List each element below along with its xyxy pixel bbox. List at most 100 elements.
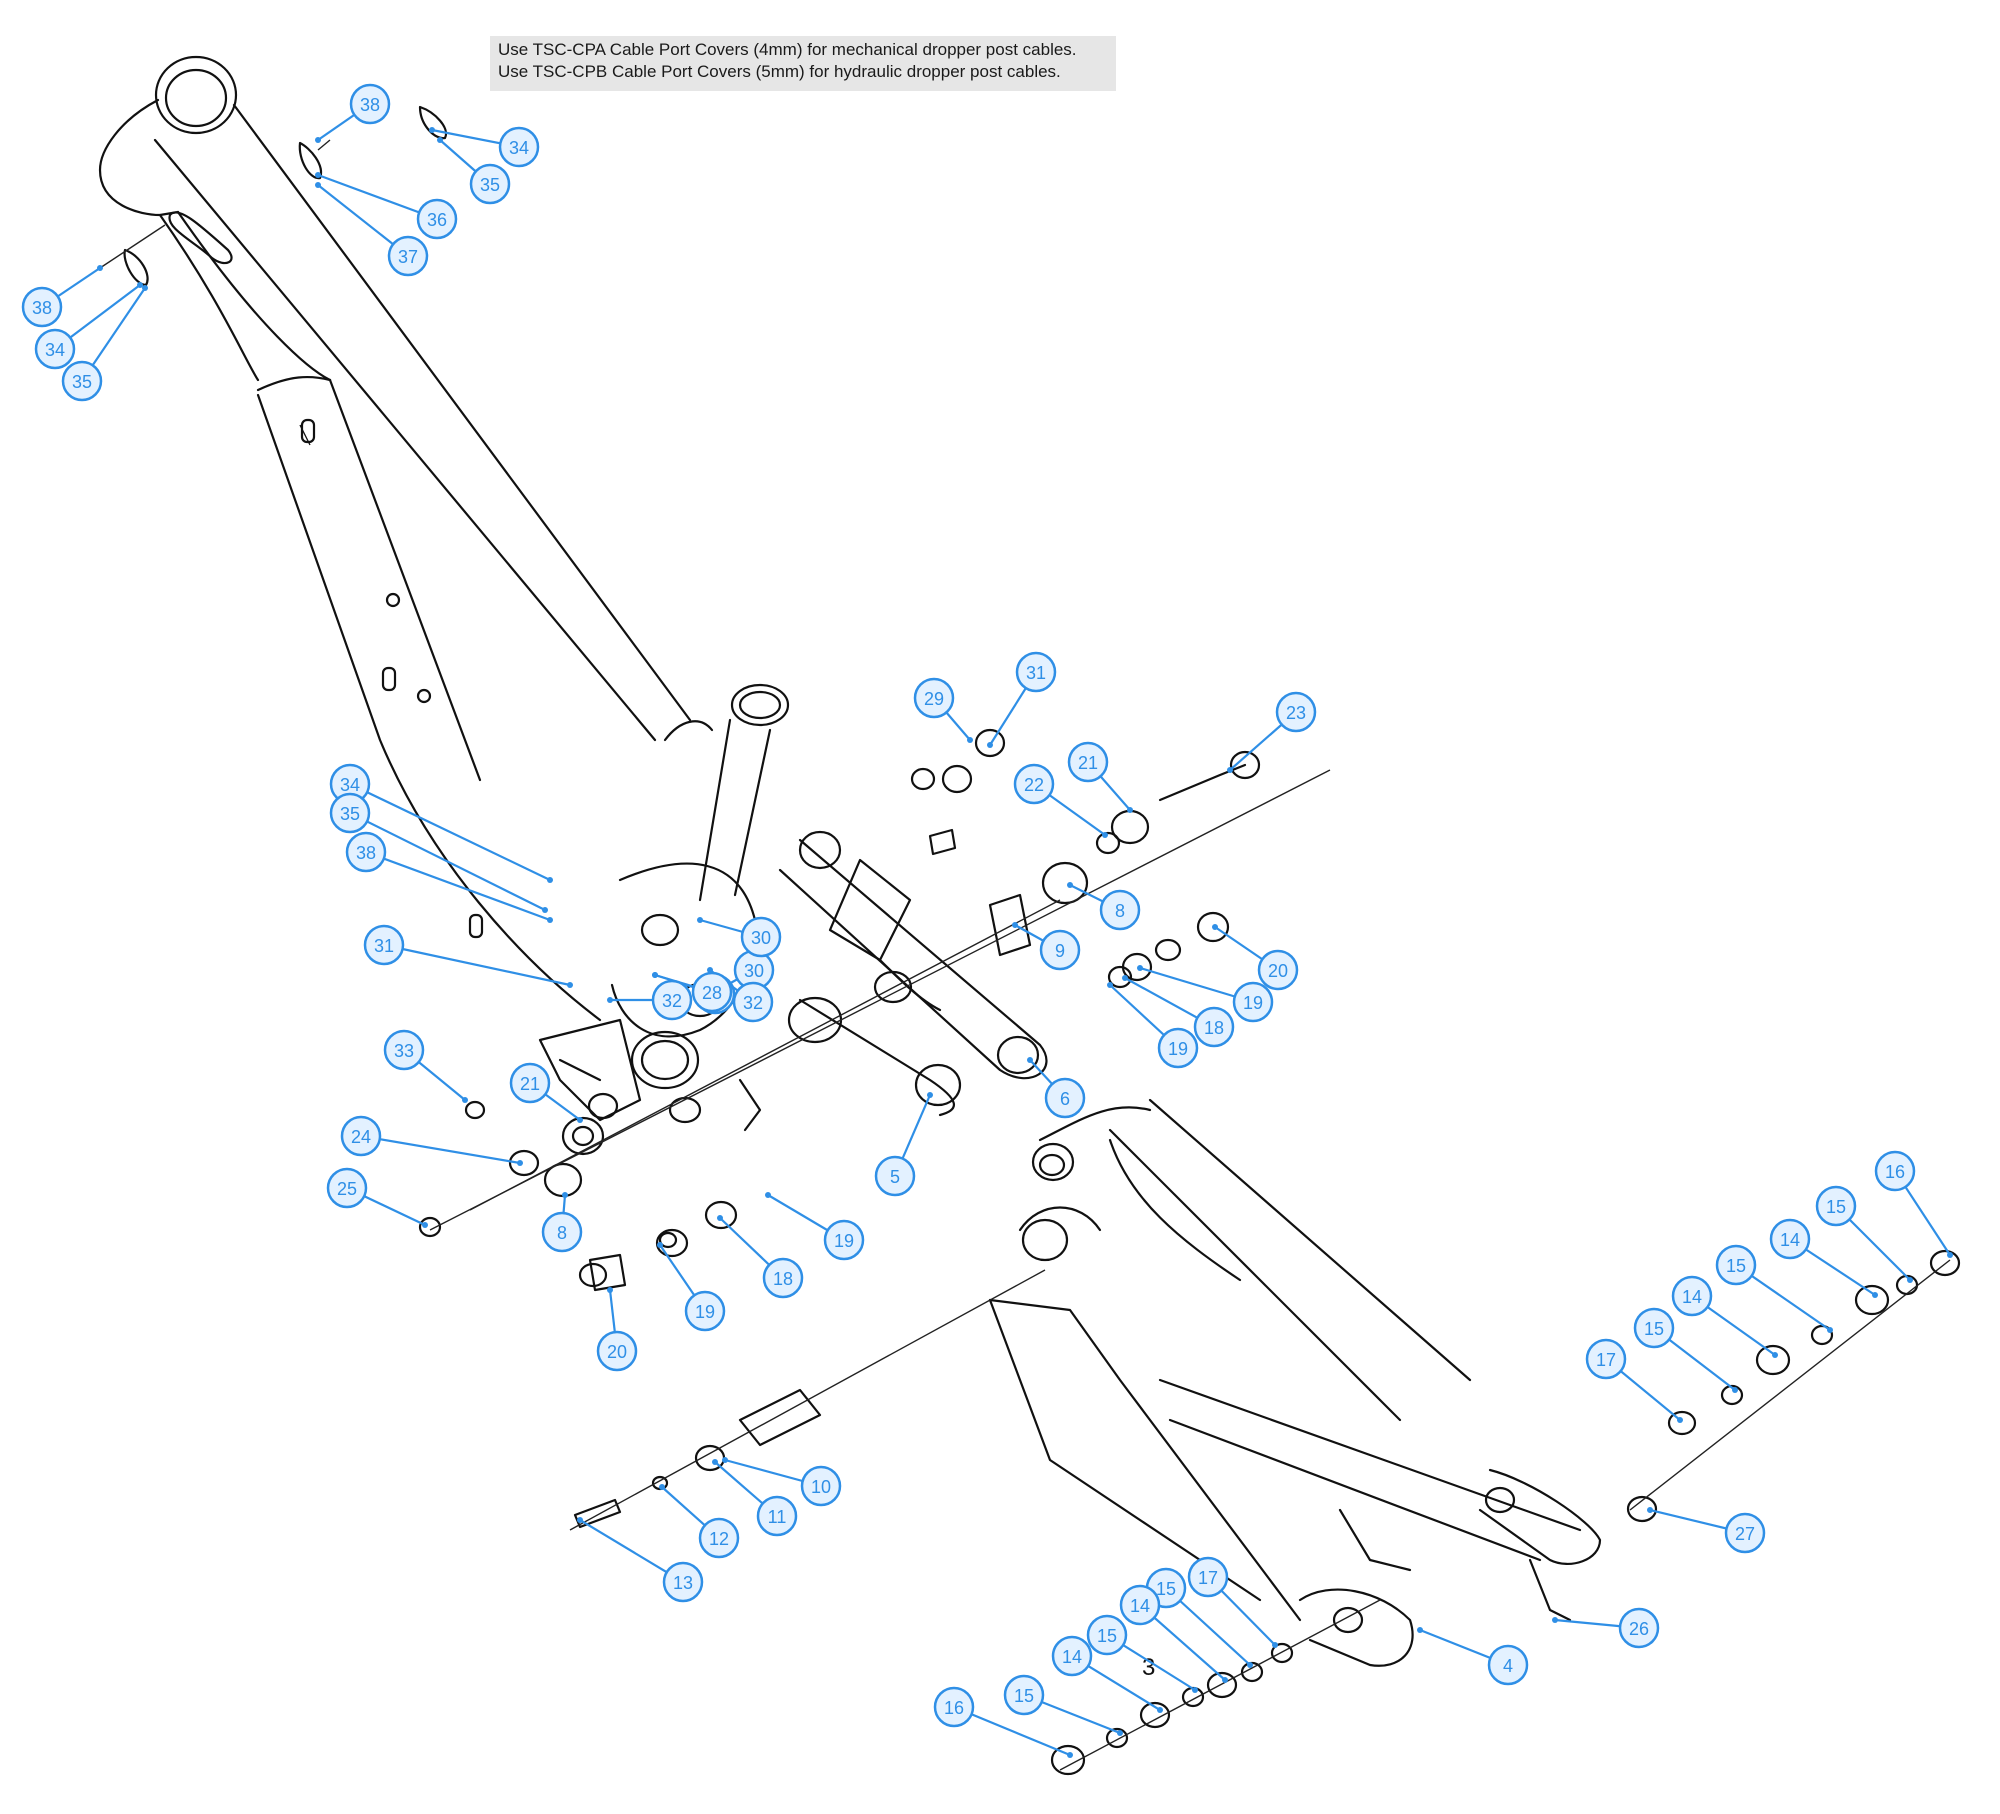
callout-14: 14 bbox=[1769, 1218, 1878, 1298]
callout-23: 23 bbox=[1227, 691, 1317, 773]
callout-label: 35 bbox=[480, 175, 500, 195]
callout-33: 33 bbox=[383, 1029, 468, 1103]
callouts: 3834353637383435343538313321242582019181… bbox=[21, 83, 1953, 1758]
callout-label: 38 bbox=[356, 843, 376, 863]
callout-10: 10 bbox=[722, 1457, 842, 1507]
callout-bubble bbox=[1815, 1185, 1857, 1227]
callout-label: 35 bbox=[72, 372, 92, 392]
callout-bubble bbox=[1119, 1584, 1161, 1626]
callout-bubble bbox=[1275, 691, 1317, 733]
leader-line bbox=[349, 783, 551, 881]
callout-38: 38 bbox=[21, 265, 103, 328]
leader-arrowhead bbox=[987, 742, 993, 748]
callout-label: 15 bbox=[1826, 1197, 1846, 1217]
callout-22: 22 bbox=[1013, 763, 1108, 838]
callout-14: 14 bbox=[1671, 1275, 1778, 1358]
callout-25: 25 bbox=[326, 1167, 428, 1228]
leader-arrowhead bbox=[722, 1457, 728, 1463]
callout-bubble bbox=[1487, 1644, 1529, 1686]
leader-arrowhead bbox=[315, 182, 321, 188]
leader-arrowhead bbox=[1772, 1352, 1778, 1358]
callout-bubble bbox=[1015, 651, 1057, 693]
stray-label: 3 bbox=[1142, 1654, 1155, 1681]
callout-bubble bbox=[416, 198, 458, 240]
callout-bubble bbox=[756, 1495, 798, 1537]
callout-bubble bbox=[1051, 1635, 1093, 1677]
callout-label: 33 bbox=[394, 1041, 414, 1061]
leader-arrowhead bbox=[1732, 1387, 1738, 1393]
callout-35: 35 bbox=[329, 792, 548, 913]
leader-arrowhead bbox=[1272, 1642, 1278, 1648]
callout-label: 16 bbox=[1885, 1162, 1905, 1182]
callout-bubble bbox=[691, 971, 733, 1013]
callout-label: 30 bbox=[751, 928, 771, 948]
callout-label: 23 bbox=[1286, 703, 1306, 723]
callout-label: 15 bbox=[1097, 1626, 1117, 1646]
leader-line bbox=[953, 1705, 1071, 1757]
callout-32: 32 bbox=[707, 967, 774, 1023]
leader-arrowhead bbox=[562, 1192, 568, 1198]
callout-17: 17 bbox=[1585, 1338, 1683, 1423]
callout-bubble bbox=[740, 916, 782, 958]
callout-6: 6 bbox=[1027, 1057, 1086, 1119]
callout-30: 30 bbox=[697, 916, 782, 958]
callout-label: 19 bbox=[1243, 993, 1263, 1013]
callout-15: 15 bbox=[1815, 1185, 1913, 1283]
callout-label: 38 bbox=[360, 95, 380, 115]
leader-arrowhead bbox=[765, 1192, 771, 1198]
callout-bubble bbox=[1874, 1150, 1916, 1192]
callout-label: 22 bbox=[1024, 775, 1044, 795]
callout-13: 13 bbox=[577, 1517, 704, 1603]
callout-bubble bbox=[326, 1167, 368, 1209]
callout-bubble bbox=[345, 831, 387, 873]
leader-arrowhead bbox=[1067, 1752, 1073, 1758]
callout-bubble bbox=[21, 286, 63, 328]
callout-14: 14 bbox=[1119, 1584, 1228, 1683]
callout-bubble bbox=[363, 924, 405, 966]
callout-19: 19 bbox=[1137, 965, 1274, 1023]
leader-arrowhead bbox=[1872, 1292, 1878, 1298]
callout-24: 24 bbox=[340, 1115, 523, 1166]
leader-arrowhead bbox=[607, 997, 613, 1003]
callout-label: 9 bbox=[1055, 941, 1065, 961]
callout-label: 32 bbox=[662, 991, 682, 1011]
callout-bubble bbox=[1067, 741, 1109, 783]
callout-36: 36 bbox=[315, 172, 458, 240]
callout-label: 19 bbox=[834, 1231, 854, 1251]
callout-label: 14 bbox=[1130, 1596, 1150, 1616]
callout-label: 18 bbox=[773, 1269, 793, 1289]
leader-arrowhead bbox=[1012, 922, 1018, 928]
leader-arrowhead bbox=[1647, 1507, 1653, 1513]
callout-label: 26 bbox=[1629, 1619, 1649, 1639]
leader-arrowhead bbox=[1192, 1687, 1198, 1693]
leader-arrowhead bbox=[1212, 924, 1218, 930]
callout-16: 16 bbox=[1874, 1150, 1953, 1258]
leader-arrowhead bbox=[429, 127, 435, 133]
callout-15: 15 bbox=[1003, 1674, 1123, 1736]
callout-bubble bbox=[732, 981, 774, 1023]
leader-arrowhead bbox=[1127, 807, 1133, 813]
leader-line bbox=[360, 1134, 521, 1165]
leader-arrowhead bbox=[422, 1222, 428, 1228]
callout-bubble bbox=[684, 1290, 726, 1332]
callout-34: 34 bbox=[329, 763, 553, 883]
callout-bubble bbox=[1039, 929, 1081, 971]
callout-bubble bbox=[1232, 981, 1274, 1023]
callout-label: 15 bbox=[1156, 1579, 1176, 1599]
callout-11: 11 bbox=[712, 1459, 798, 1537]
leader-line bbox=[365, 850, 551, 922]
leader-arrowhead bbox=[659, 1484, 665, 1490]
callout-bubble bbox=[541, 1211, 583, 1253]
callout-bubble bbox=[823, 1219, 865, 1261]
callout-label: 15 bbox=[1014, 1686, 1034, 1706]
callout-bubble bbox=[1013, 763, 1055, 805]
callout-18: 18 bbox=[717, 1215, 804, 1299]
callout-bubble bbox=[349, 83, 391, 125]
leader-arrowhead bbox=[517, 1160, 523, 1166]
callout-label: 17 bbox=[1596, 1350, 1616, 1370]
callout-label: 34 bbox=[340, 775, 360, 795]
callout-35: 35 bbox=[437, 137, 511, 205]
callout-label: 5 bbox=[890, 1167, 900, 1187]
callout-bubble bbox=[498, 126, 540, 168]
